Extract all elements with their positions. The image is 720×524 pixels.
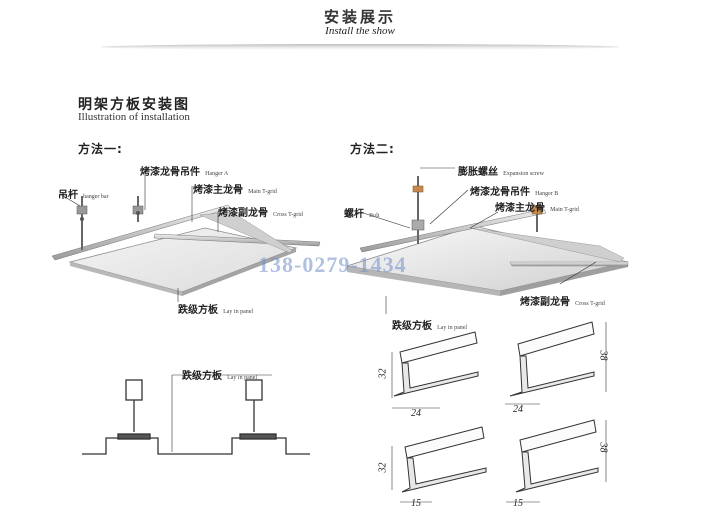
method1-drawing xyxy=(51,170,321,302)
method1-rod-en: hanger bar xyxy=(83,194,109,200)
method2-expansion-cn: 膨胀螺丝 xyxy=(458,167,498,178)
section-panel-cn: 跌级方板 xyxy=(182,371,222,382)
section-view xyxy=(82,374,310,455)
method2-bolt-label: 螺杆 Bolt xyxy=(344,202,379,221)
dim-height-4: 38 xyxy=(597,442,609,453)
method2-expansion-en: Expansion screw xyxy=(503,171,544,177)
section-panel-en: Lay in panel xyxy=(227,375,258,381)
dim-height-2: 38 xyxy=(597,350,609,361)
method1-rod-label: 吊杆 hanger bar xyxy=(58,183,109,202)
method1-main-cn: 烤漆主龙骨 xyxy=(193,185,243,196)
method2-drawing xyxy=(346,167,629,314)
header-title: 安装展示 xyxy=(323,8,396,26)
method2-cross-en: Cross T-grid xyxy=(575,301,605,307)
method1-cross-en: Cross T-grid xyxy=(273,212,303,218)
method2-main-label: 烤漆主龙骨 Main T-grid xyxy=(495,196,579,215)
method2-hanger-cn: 烤漆龙骨吊件 xyxy=(470,187,530,198)
method2-expansion-label: 膨胀螺丝 Expansion screw xyxy=(458,160,544,179)
dim-width-3: 15 xyxy=(411,498,421,509)
method2-panel-en: Lay in panel xyxy=(437,325,468,331)
method2-bolt-cn: 螺杆 xyxy=(344,209,364,220)
method2-bolt-en: Bolt xyxy=(369,213,380,219)
method2-title: 方法二: xyxy=(350,142,395,156)
profile-drawings xyxy=(393,321,599,493)
method2-panel-label: 跌级方板 Lay in panel xyxy=(392,314,467,333)
dim-height-3: 32 xyxy=(377,462,389,473)
method2-main-grid xyxy=(359,208,547,253)
dim-width-1: 24 xyxy=(411,408,421,419)
method1-main-grid xyxy=(51,204,232,261)
method1-title: 方法一: xyxy=(78,142,123,156)
phone-watermark: 138-0279-1434 xyxy=(258,252,407,277)
method1-panel-en: Lay in panel xyxy=(223,309,254,315)
method1-rod-cn: 吊杆 xyxy=(58,190,78,201)
header-subtitle: Install the show xyxy=(325,25,395,37)
dim-width-2: 24 xyxy=(513,404,523,415)
method2-main-cn: 烤漆主龙骨 xyxy=(495,203,545,214)
dim-height-1: 32 xyxy=(377,368,389,379)
header-divider xyxy=(100,44,620,50)
method2-main-en: Main T-grid xyxy=(550,207,579,213)
section-title: 明架方板安装图 xyxy=(78,97,190,113)
method1-cross-cn: 烤漆副龙骨 xyxy=(218,208,268,219)
method1-panel-label: 跌级方板 Lay in panel xyxy=(178,298,253,317)
method1-hanger-cn: 烤漆龙骨吊件 xyxy=(140,167,200,178)
method2-hanger-label: 烤漆龙骨吊件 Hanger B xyxy=(470,180,558,199)
section-subtitle: Illustration of installation xyxy=(78,111,190,123)
method1-hanger-en: Hanger A xyxy=(205,171,229,177)
method2-cross-grid xyxy=(469,227,625,263)
method1-main-label: 烤漆主龙骨 Main T-grid xyxy=(193,178,277,197)
method1-hanger-label: 烤漆龙骨吊件 Hanger A xyxy=(140,160,228,179)
method2-panel-cn: 跌级方板 xyxy=(392,321,432,332)
method2-cross-label: 烤漆副龙骨 Cross T-grid xyxy=(520,290,605,309)
dimension-lines xyxy=(391,322,607,503)
method2-hanger-en: Hanger B xyxy=(535,191,559,197)
method2-cross-cn: 烤漆副龙骨 xyxy=(520,297,570,308)
method1-main-en: Main T-grid xyxy=(248,189,277,195)
method1-panel-cn: 跌级方板 xyxy=(178,305,218,316)
section-panel-label: 跌级方板 Lay in panel xyxy=(182,364,257,383)
method1-cross-label: 烤漆副龙骨 Cross T-grid xyxy=(218,201,303,220)
dim-width-4: 15 xyxy=(513,498,523,509)
